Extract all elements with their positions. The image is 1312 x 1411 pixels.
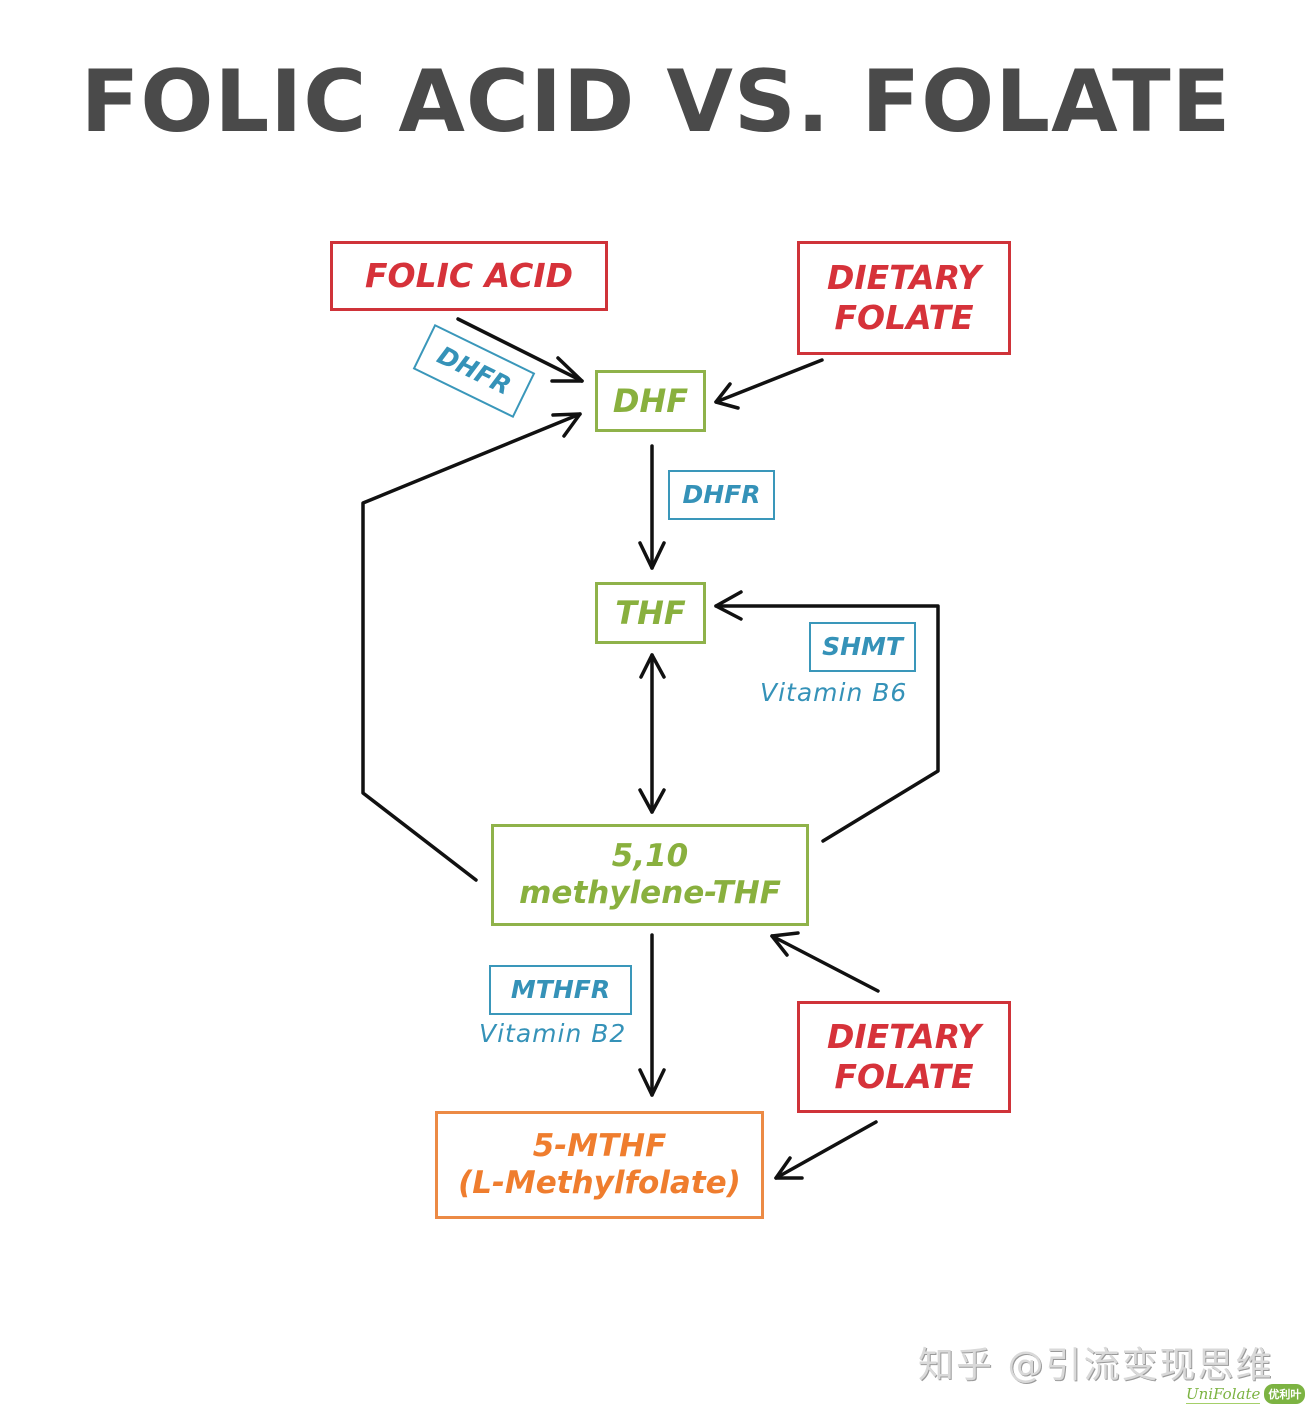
node-label-line2: (L-Methylfolate) (458, 1165, 741, 1201)
node-5-mthf: 5-MTHF (L-Methylfolate) (435, 1111, 764, 1219)
node-dhf: DHF (595, 370, 706, 432)
arrow-folic-to-dhf (456, 317, 584, 383)
node-label-line2: FOLATE (834, 1057, 974, 1096)
arrow-methylene-to-thf (714, 604, 940, 843)
arrow-dietary-to-dhf (714, 358, 824, 404)
enzyme-mthfr: MTHFR (489, 965, 632, 1015)
enzyme-label: DHFR (682, 480, 761, 509)
node-dietary-folate-top: DIETARY FOLATE (797, 241, 1011, 355)
node-label-line2: methylene-THF (519, 875, 781, 911)
enzyme-shmt: SHMT (809, 622, 916, 672)
node-label-line1: DIETARY (827, 1017, 981, 1057)
node-label-line1: 5,10 (611, 837, 689, 874)
node-dietary-folate-bottom: DIETARY FOLATE (797, 1001, 1011, 1113)
arrow-methylene-to-dhf (361, 412, 582, 882)
node-methylene-thf: 5,10 methylene-THF (491, 824, 809, 926)
node-label-line1: DIETARY (827, 258, 981, 298)
node-label-line2: FOLATE (834, 298, 974, 337)
cofactor-vitamin-b2: Vitamin B2 (479, 1019, 627, 1048)
brand-name: UniFolate (1186, 1384, 1261, 1404)
node-label-line1: 5-MTHF (532, 1127, 667, 1164)
node-folic-acid-label: FOLIC ACID (364, 256, 574, 296)
node-thf: THF (595, 582, 706, 644)
enzyme-label: MTHFR (510, 975, 611, 1004)
brand-badge: 优利叶 (1264, 1384, 1306, 1404)
arrow-dietary-to-mthf (774, 1120, 878, 1180)
enzyme-dhfr-vertical: DHFR (668, 470, 775, 520)
page-title: FOLIC ACID VS. FOLATE (80, 52, 1232, 152)
watermark-text: 知乎 @引流变现思维 (918, 1345, 1274, 1386)
enzyme-label: SHMT (822, 632, 903, 661)
brand-logo: UniFolate 优利叶 (1186, 1384, 1306, 1404)
cofactor-vitamin-b6: Vitamin B6 (760, 678, 908, 707)
node-folic-acid: FOLIC ACID (330, 241, 608, 311)
arrow-dietary-to-methylene (770, 934, 880, 993)
node-thf-label: THF (615, 593, 686, 632)
node-dhf-label: DHF (612, 381, 689, 420)
